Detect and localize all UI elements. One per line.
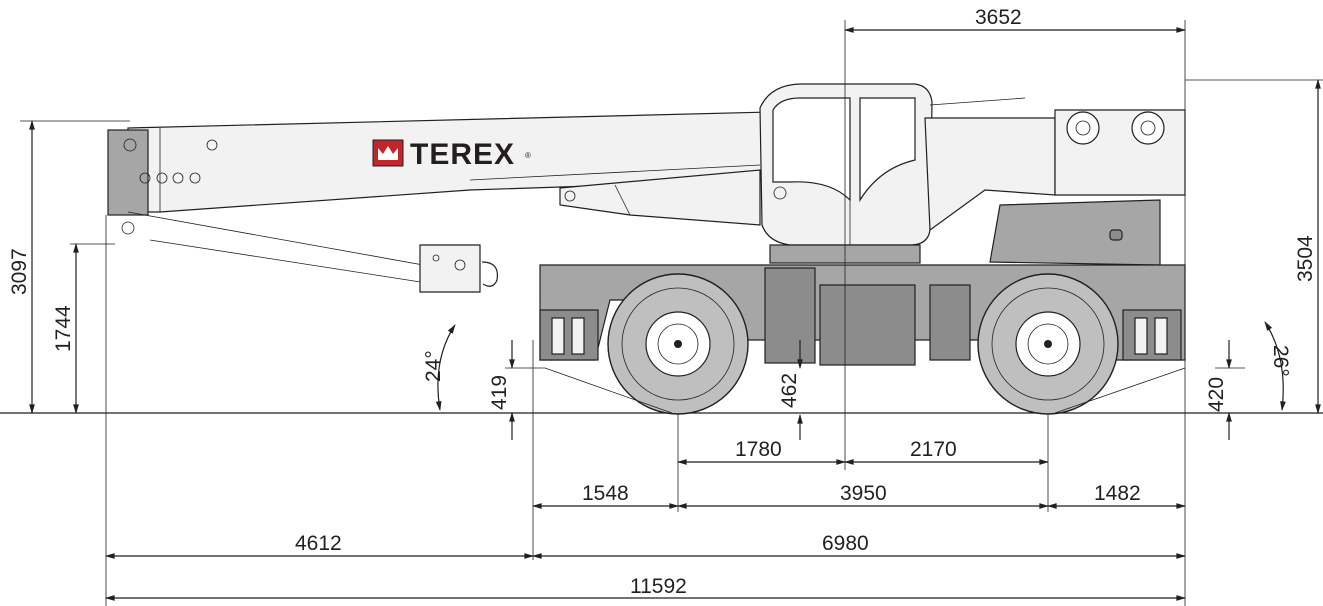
dim-front-overhang: 1548: [582, 482, 629, 505]
dim-overall-height: 3504: [1294, 235, 1317, 282]
dim-front-ground-clearance: 419: [488, 375, 511, 410]
dim-boom-overhang: 4612: [295, 532, 342, 555]
dim-rear-ground-clearance: 420: [1205, 377, 1228, 412]
dim-boom-top-height: 3097: [8, 248, 31, 295]
dim-front-axle-to-center: 1780: [735, 438, 782, 461]
dim-carrier-length: 6980: [822, 532, 869, 555]
front-wheel: [607, 273, 749, 415]
hook-block: [419, 244, 499, 293]
dim-rear-overhang: 1482: [1094, 482, 1141, 505]
dim-overall-length: 11592: [630, 575, 687, 598]
dim-wheelbase: 3950: [840, 482, 887, 505]
terex-logo: TEREX ®: [372, 138, 531, 171]
extension-lines: [20, 20, 1323, 606]
brand-registered: ®: [525, 151, 531, 160]
crane-illustration: TEREX ®: [107, 83, 1186, 415]
dim-cab-to-rear: 3652: [975, 6, 1022, 29]
departure-angle-arc: [1264, 321, 1286, 411]
approach-angle: 24°: [422, 350, 445, 382]
rear-wheel: [977, 273, 1119, 415]
operator-cab: [759, 83, 933, 246]
dim-center-to-rear-axle: 2170: [910, 438, 957, 461]
brand-name: TEREX: [410, 138, 515, 171]
dim-center-clearance: 462: [778, 373, 801, 408]
approach-angle-arc: [435, 324, 456, 411]
dim-hook-height: 1744: [52, 305, 75, 352]
departure-angle: 26°: [1269, 345, 1292, 377]
